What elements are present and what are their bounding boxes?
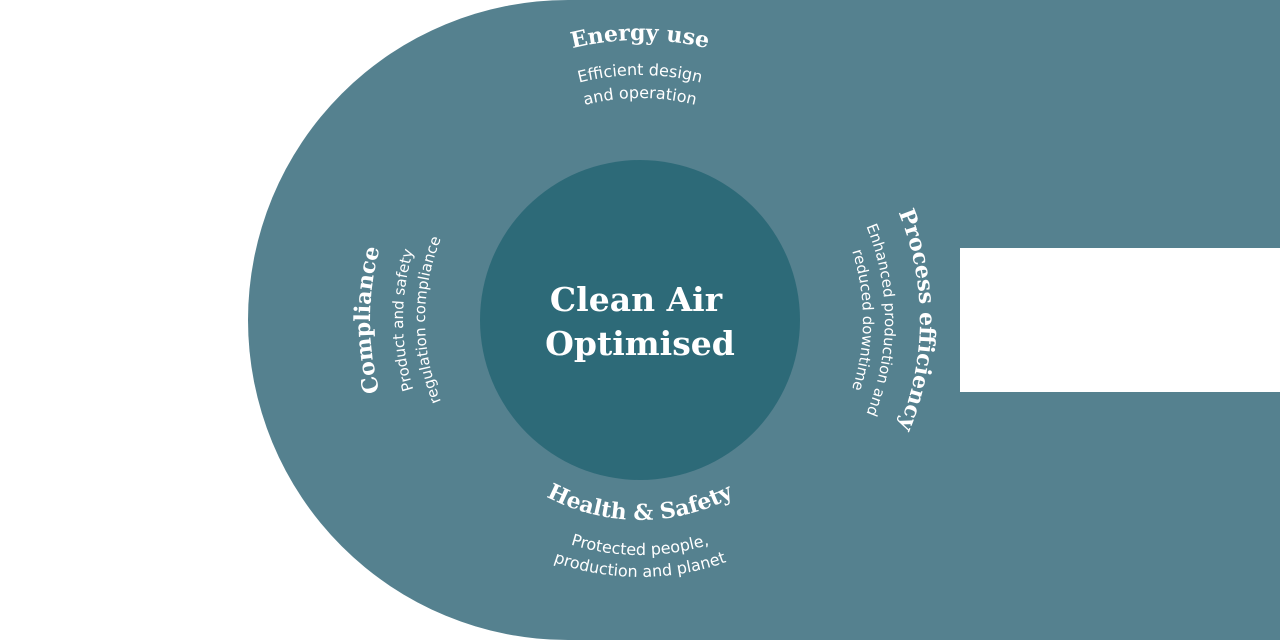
inner-circle bbox=[480, 160, 800, 480]
white-cutout bbox=[960, 248, 1280, 392]
center-label: Clean Air Optimised bbox=[545, 280, 735, 363]
center-label-line1: Clean Air bbox=[550, 280, 723, 319]
center-label-line2: Optimised bbox=[545, 324, 735, 363]
